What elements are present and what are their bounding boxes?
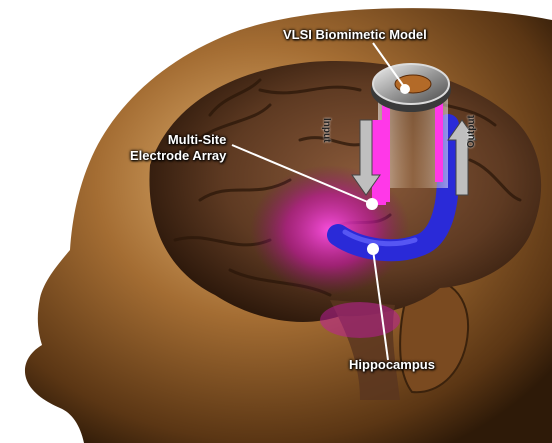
hippocampus-dot (367, 243, 379, 255)
output-arrow-label: Output (466, 115, 477, 148)
vlsi-model-label: VLSI Biomimetic Model (283, 27, 427, 43)
electrode-array-label-line1: Multi-Site (130, 132, 226, 148)
model-dot (400, 84, 410, 94)
electrode-array-label: Multi-Site Electrode Array (130, 132, 226, 164)
electrode-probe (372, 120, 386, 205)
array-dot (366, 198, 378, 210)
hippocampus-label: Hippocampus (349, 357, 435, 373)
lower-glow (320, 302, 400, 338)
electrode-array-label-line2: Electrode Array (130, 148, 226, 164)
input-arrow-label: Input (321, 118, 332, 142)
